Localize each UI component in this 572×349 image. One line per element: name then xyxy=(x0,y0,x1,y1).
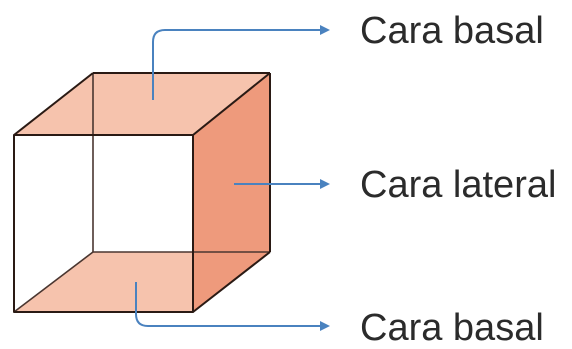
cube-edges xyxy=(13,72,271,313)
bottom-face-label: Cara basal xyxy=(360,307,544,349)
lateral-face-label: Cara lateral xyxy=(360,164,557,206)
top-base-face xyxy=(14,73,270,135)
bottom-face-arrow xyxy=(135,282,330,331)
top-face-label: Cara basal xyxy=(360,10,544,52)
top-face-arrow xyxy=(152,25,330,100)
back-edges xyxy=(13,73,270,313)
